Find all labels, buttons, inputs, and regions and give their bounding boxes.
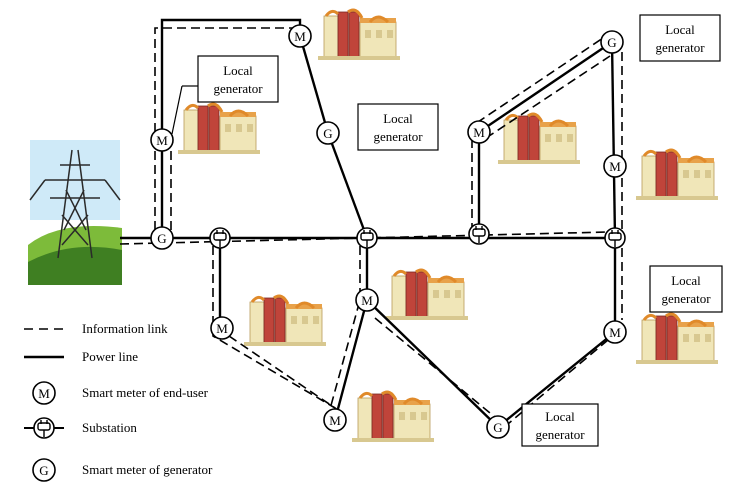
svg-text:generator: generator bbox=[213, 81, 263, 96]
factory-icon bbox=[634, 312, 720, 366]
smart-meter-icon: M bbox=[210, 316, 234, 340]
power-lines bbox=[120, 18, 617, 428]
svg-text:G: G bbox=[607, 35, 616, 50]
smart-meter-icon: M bbox=[603, 320, 627, 344]
local-generator-box: Local generator bbox=[649, 265, 723, 313]
svg-text:Local: Local bbox=[223, 63, 253, 78]
smart-meter-icon: M bbox=[467, 120, 491, 144]
factory-icon bbox=[242, 294, 328, 348]
generator-meter-icon: G bbox=[486, 415, 510, 439]
svg-text:M: M bbox=[473, 125, 485, 140]
generator-meter-icon: G bbox=[600, 30, 624, 54]
local-generator-box: Local generator bbox=[357, 103, 439, 151]
svg-text:Information link: Information link bbox=[82, 321, 168, 336]
svg-text:Local: Local bbox=[383, 111, 413, 126]
svg-text:M: M bbox=[609, 325, 621, 340]
smart-meter-icon: M bbox=[323, 408, 347, 432]
smart-meter-icon: M bbox=[355, 288, 379, 312]
transmission-tower-icon bbox=[28, 140, 122, 285]
legend-smart-meter-end-user: M Smart meter of end-user bbox=[32, 381, 209, 405]
legend-substation: Substation bbox=[24, 417, 137, 439]
svg-text:generator: generator bbox=[661, 291, 711, 306]
svg-text:Substation: Substation bbox=[82, 420, 137, 435]
factory-icon bbox=[384, 268, 470, 322]
local-generator-box: Local generator bbox=[197, 55, 279, 103]
svg-text:M: M bbox=[38, 386, 50, 401]
svg-text:M: M bbox=[329, 413, 341, 428]
svg-text:generator: generator bbox=[655, 40, 705, 55]
factory-icon bbox=[176, 102, 262, 156]
svg-text:Power line: Power line bbox=[82, 349, 138, 364]
local-generator-box: Local generator bbox=[639, 14, 721, 62]
smart-meter-icon: M bbox=[288, 24, 312, 48]
svg-text:generator: generator bbox=[535, 427, 585, 442]
svg-text:Local: Local bbox=[671, 273, 701, 288]
svg-text:G: G bbox=[323, 126, 332, 141]
local-generator-box: Local generator bbox=[521, 403, 599, 447]
svg-text:Smart meter of generator: Smart meter of generator bbox=[82, 462, 213, 477]
substation-icon bbox=[356, 227, 378, 249]
legend-information-link: Information link bbox=[24, 321, 168, 336]
svg-text:M: M bbox=[609, 159, 621, 174]
substation-icon bbox=[604, 227, 626, 249]
svg-text:G: G bbox=[39, 463, 48, 478]
svg-text:M: M bbox=[361, 293, 373, 308]
substation-icon bbox=[468, 223, 490, 245]
svg-text:M: M bbox=[216, 321, 228, 336]
factory-icon bbox=[316, 8, 402, 62]
svg-text:Local: Local bbox=[545, 409, 575, 424]
svg-text:M: M bbox=[294, 29, 306, 44]
smart-meter-icon: M bbox=[603, 154, 627, 178]
svg-text:M: M bbox=[156, 133, 168, 148]
svg-text:G: G bbox=[493, 420, 502, 435]
legend-power-line: Power line bbox=[24, 349, 138, 364]
generator-meter-icon: G bbox=[316, 121, 340, 145]
svg-text:generator: generator bbox=[373, 129, 423, 144]
generator-meter-icon: G bbox=[150, 226, 174, 250]
smart-meter-icon: M bbox=[150, 128, 174, 152]
legend-smart-meter-generator: G Smart meter of generator bbox=[32, 458, 213, 482]
factory-icon bbox=[634, 148, 720, 202]
substation-icon bbox=[209, 227, 231, 249]
legend: Information link Power line M Smart mete… bbox=[24, 321, 213, 482]
svg-text:Local: Local bbox=[665, 22, 695, 37]
svg-text:Smart meter of end-user: Smart meter of end-user bbox=[82, 385, 209, 400]
factory-icon bbox=[350, 390, 436, 444]
svg-text:G: G bbox=[157, 231, 166, 246]
